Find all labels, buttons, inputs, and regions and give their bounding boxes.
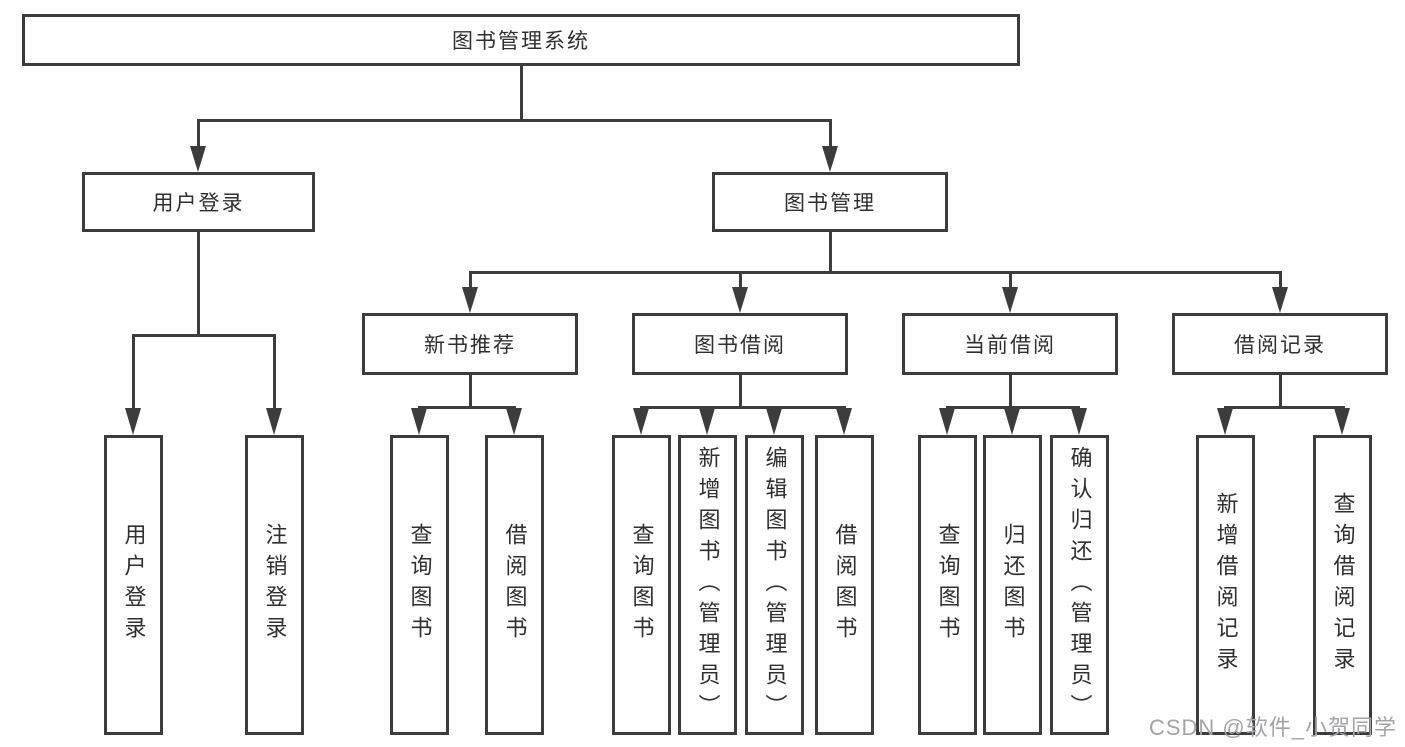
arrowhead-bb-edit-books (766, 408, 782, 435)
leaf-br-add-record: 新增借阅记录 (1196, 435, 1255, 735)
arrowhead-book-borrowing (732, 287, 748, 313)
node-root: 图书管理系统 (22, 14, 1020, 66)
node-new-book-recommendation-label: 新书推荐 (424, 334, 516, 357)
leaf-bb-borrow-books: 借阅图书 (815, 435, 874, 735)
arrowhead-bb-borrow-books (836, 408, 852, 435)
connector-drop-current-borrowing (1009, 271, 1012, 291)
arrowhead-cb-return-books (1004, 408, 1020, 435)
leaf-cb-query-books-label: 查询图书 (935, 523, 961, 647)
connector-br-stem (1279, 375, 1282, 408)
connector-level1-rail (197, 119, 831, 122)
connector-nbr-rail (418, 406, 516, 409)
leaf-cb-return-books: 归还图书 (983, 435, 1042, 735)
leaf-nbr-borrow-books-label: 借阅图书 (502, 523, 528, 647)
arrowhead-nbr-borrow-books (506, 408, 522, 435)
leaf-bb-query-books-label: 查询图书 (629, 523, 655, 647)
connector-drop-new-book-recommendation (469, 271, 472, 291)
connector-drop-user-login (197, 119, 200, 149)
node-book-management: 图书管理 (712, 172, 948, 232)
node-current-borrowing-label: 当前借阅 (964, 334, 1056, 357)
node-book-borrowing: 图书借阅 (632, 313, 848, 375)
node-book-management-label: 图书管理 (784, 192, 876, 215)
arrowhead-br-add-record (1217, 408, 1233, 435)
leaf-cb-confirm-return-admin: 确认归还（管理员） (1050, 435, 1109, 735)
leaf-nbr-query-books-label: 查询图书 (407, 523, 433, 647)
connector-user-login-rail (132, 334, 276, 337)
leaf-br-query-record: 查询借阅记录 (1313, 435, 1372, 735)
leaf-bb-add-books-admin-label: 新增图书（管理员） (695, 445, 721, 725)
leaf-cb-return-books-label: 归还图书 (1000, 523, 1026, 647)
leaf-bb-borrow-books-label: 借阅图书 (832, 523, 858, 647)
node-current-borrowing: 当前借阅 (902, 313, 1118, 375)
leaf-cb-query-books: 查询图书 (918, 435, 977, 735)
leaf-user-login: 用户登录 (104, 435, 163, 735)
arrowhead-leaf-user-login (125, 408, 141, 435)
leaf-cb-confirm-return-admin-label: 确认归还（管理员） (1067, 445, 1093, 725)
arrowhead-leaf-logout (266, 408, 282, 435)
arrowhead-bb-query-books (633, 408, 649, 435)
connector-br-rail (1224, 406, 1345, 409)
leaf-nbr-borrow-books: 借阅图书 (485, 435, 544, 735)
connector-drop-book-borrowing (739, 271, 742, 291)
arrowhead-borrowing-records (1272, 287, 1288, 313)
connector-drop-leaf-user-login (132, 334, 135, 410)
leaf-bb-add-books-admin: 新增图书（管理员） (678, 435, 737, 735)
connector-bb-stem (739, 375, 742, 408)
node-user-login: 用户登录 (82, 172, 315, 232)
arrowhead-br-query-record (1334, 408, 1350, 435)
connector-drop-borrowing-records (1279, 271, 1282, 291)
connector-cb-rail (946, 406, 1080, 409)
connector-level2-rail (469, 271, 1281, 274)
node-borrowing-records: 借阅记录 (1172, 313, 1388, 375)
csdn-watermark: CSDN @软件_小贺同学 (1148, 715, 1397, 740)
node-book-borrowing-label: 图书借阅 (694, 334, 786, 357)
leaf-bb-edit-books-admin: 编辑图书（管理员） (745, 435, 804, 735)
connector-bb-rail (640, 406, 846, 409)
connector-nbr-stem (469, 375, 472, 408)
leaf-logout-label: 注销登录 (262, 523, 288, 647)
node-new-book-recommendation: 新书推荐 (362, 313, 578, 375)
connector-drop-leaf-logout (273, 334, 276, 410)
node-user-login-label: 用户登录 (152, 192, 245, 215)
leaf-bb-edit-books-admin-label: 编辑图书（管理员） (762, 445, 788, 725)
leaf-br-query-record-label: 查询借阅记录 (1330, 492, 1356, 678)
connector-root-stem (520, 66, 523, 121)
connector-cb-stem (1009, 375, 1012, 408)
arrowhead-bb-add-books (699, 408, 715, 435)
leaf-br-add-record-label: 新增借阅记录 (1213, 492, 1239, 678)
leaf-nbr-query-books: 查询图书 (390, 435, 449, 735)
node-borrowing-records-label: 借阅记录 (1234, 334, 1326, 357)
node-root-label: 图书管理系统 (452, 30, 590, 53)
leaf-bb-query-books: 查询图书 (612, 435, 671, 735)
arrowhead-new-book-recommendation (462, 287, 478, 313)
arrowhead-current-borrowing (1002, 287, 1018, 313)
arrowhead-cb-confirm-return (1071, 408, 1087, 435)
connector-book-management-stem (829, 232, 832, 273)
connector-user-login-stem (197, 232, 200, 336)
connector-drop-book-management (829, 119, 832, 149)
arrowhead-cb-query-books (939, 408, 955, 435)
arrowhead-nbr-query-books (411, 408, 427, 435)
leaf-logout: 注销登录 (245, 435, 304, 735)
arrowhead-book-management (822, 146, 838, 172)
leaf-user-login-label: 用户登录 (121, 523, 147, 647)
arrowhead-user-login (190, 146, 206, 172)
